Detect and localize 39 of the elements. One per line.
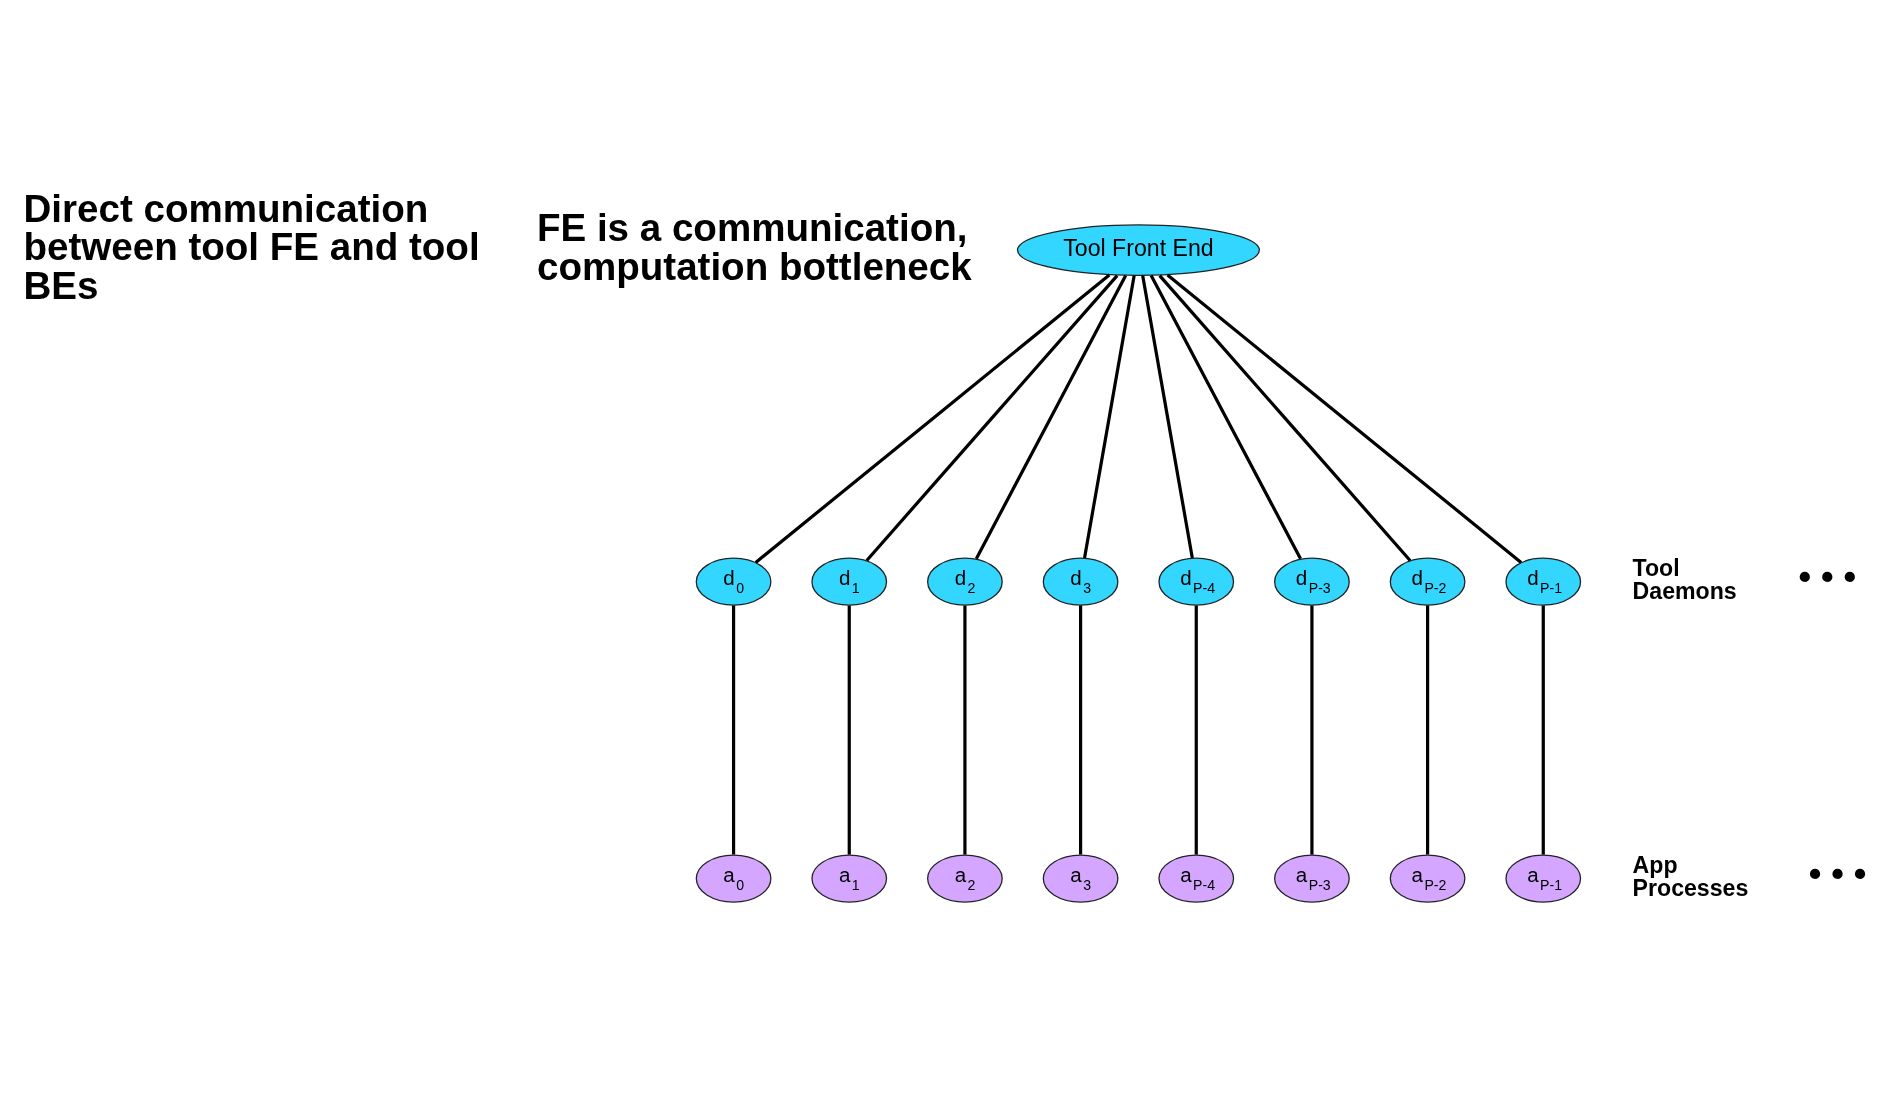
- node-ellipse: d$_{P-2}$: [1389, 557, 1466, 606]
- connector: [1541, 605, 1545, 855]
- connector: [1149, 274, 1302, 560]
- node-ellipse: d$_{0}$: [695, 557, 772, 606]
- node-ellipse: d$_{3}$: [1042, 557, 1119, 606]
- node-ellipse: a$_{3}$: [1042, 854, 1119, 903]
- node-ellipse: d$_{2}$: [927, 557, 1003, 606]
- connector: [963, 605, 967, 855]
- node-ellipse: a$_{P-3}$: [1274, 854, 1350, 903]
- node-ellipse: a$_{P-1}$: [1505, 854, 1582, 903]
- connector: [1194, 605, 1198, 855]
- node-ellipse: d$_{1}$: [811, 557, 888, 606]
- node-ellipse: a$_{2}$: [927, 854, 1003, 903]
- node-ellipse: d$_{P-1}$: [1505, 557, 1582, 606]
- label: Tool Daemons: [1632, 554, 1737, 604]
- node-ellipse: d$_{P-4}$: [1158, 557, 1235, 606]
- connector: [1079, 605, 1083, 855]
- connector: [1141, 275, 1194, 559]
- node-ellipse: a$_{P-2}$: [1389, 854, 1466, 903]
- connector: [1158, 274, 1412, 562]
- connector: [1166, 273, 1523, 564]
- label: FE is a communication, computation bottleneck: [536, 206, 972, 288]
- node-ellipse: a$_{0}$: [695, 854, 772, 903]
- label: Direct communication between tool FE and tool BEs: [23, 186, 480, 307]
- node-ellipse: a$_{P-4}$: [1158, 854, 1235, 903]
- node-ellipse: a$_{1}$: [811, 854, 888, 903]
- connector: [1310, 605, 1314, 855]
- label: • • •: [1798, 556, 1857, 598]
- connector: [1426, 605, 1430, 855]
- connector: [1082, 275, 1136, 559]
- connector: [754, 273, 1111, 564]
- connector: [865, 274, 1119, 562]
- connector: [974, 274, 1128, 560]
- connector: [847, 605, 851, 855]
- node-ellipse: Tool Front End: [1016, 224, 1260, 276]
- node-ellipse: d$_{P-3}$: [1274, 557, 1350, 606]
- label: • • •: [1808, 853, 1867, 895]
- connector: [731, 605, 736, 855]
- label: App Processes: [1632, 851, 1749, 901]
